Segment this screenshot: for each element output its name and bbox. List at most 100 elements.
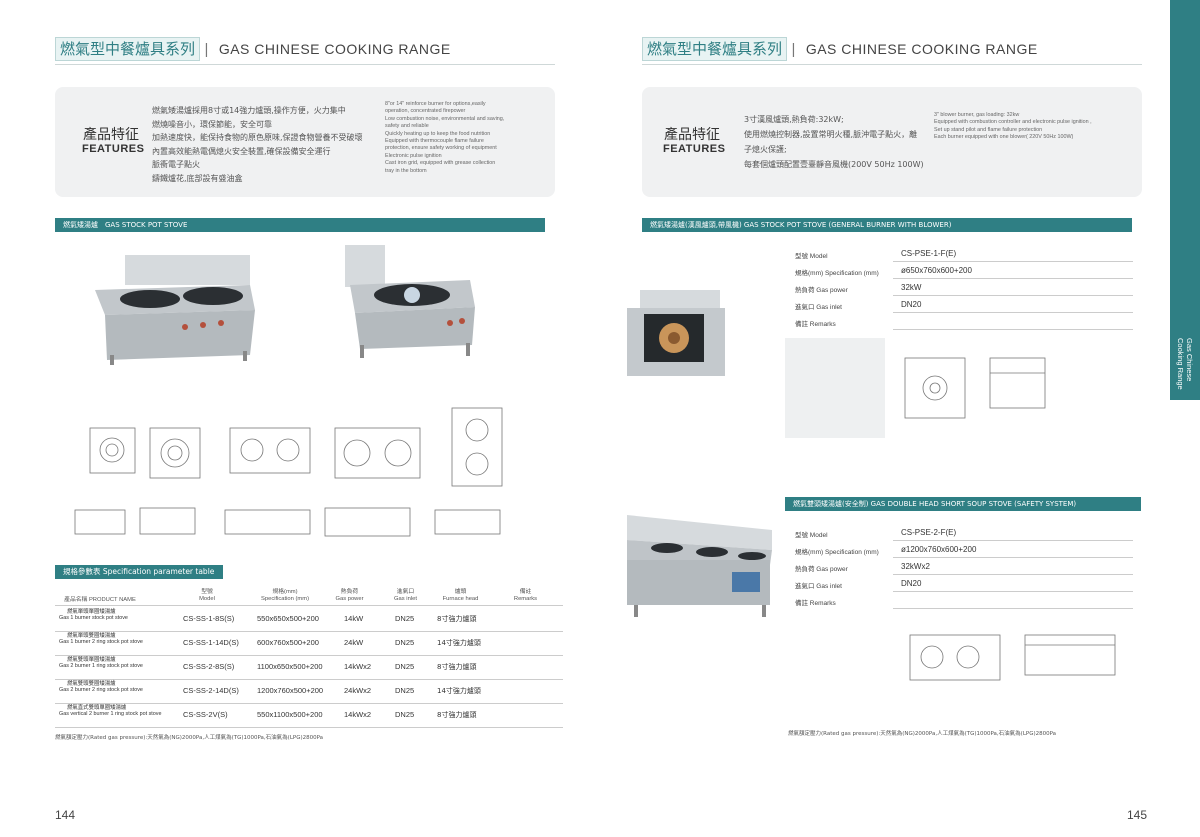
right-header-en: GAS CHINESE COOKING RANGE xyxy=(805,41,1038,57)
right-product1-photo xyxy=(627,290,725,376)
spec-value: DN20 xyxy=(901,300,922,309)
right-page-number: 145 xyxy=(1127,808,1148,822)
feature-line: 使用燃燒控制器,設置常明火種,脈沖電子點火，離 xyxy=(744,130,918,139)
feature-line-en: safety and reliable xyxy=(385,123,429,130)
table-cell-model: CS-SS-1-8S(S) xyxy=(183,614,235,623)
table-rule xyxy=(55,679,563,680)
table-header-product: 產品名稱 PRODUCT NAME xyxy=(64,597,136,603)
table-cell-inlet: DN25 xyxy=(395,662,415,671)
table-cell-spec: 550x1100x500+200 xyxy=(257,710,323,719)
right-header-cn: 燃氣型中餐爐具系列 xyxy=(642,37,788,61)
left-header-separator: | xyxy=(204,41,209,58)
right-product1-spec-table: 型號 Model CS-PSE-1-F(E) 規格(mm) Specificatio… xyxy=(785,245,1133,335)
right-header-rule xyxy=(642,64,1142,65)
right-footnote: 燃氣額定壓力(Rated gas pressure):天然氣為(NG)2000P… xyxy=(788,731,1057,737)
table-rule xyxy=(55,605,563,606)
right-features-label-en: FEATURES xyxy=(663,143,726,155)
table-cell-power: 14kW xyxy=(344,614,364,623)
table-cell-inlet: DN25 xyxy=(395,686,415,695)
left-header-cn: 燃氣型中餐爐具系列 xyxy=(55,37,201,61)
feature-line-en: Electronic pulse ignition xyxy=(385,152,442,159)
spec-label: 規格(mm) Specification (mm) xyxy=(795,270,879,277)
left-header: 燃氣型中餐爐具系列 | GAS CHINESE COOKING RANGE xyxy=(55,37,451,61)
table-cell-power: 14kWx2 xyxy=(344,710,372,719)
left-footnote: 燃氣額定壓力(Rated gas pressure):天然氣為(NG)2000P… xyxy=(55,735,324,741)
spec-value: ø1200x760x600+200 xyxy=(901,545,977,554)
left-section-bar: 燃氣矮湯爐 GAS STOCK POT STOVE xyxy=(55,218,545,232)
spec-label: 備註 Remarks xyxy=(795,321,836,328)
table-cell-head: 8寸強力爐頭 xyxy=(437,663,477,671)
left-photo-1-burner-stove xyxy=(345,245,475,358)
spec-row: 備註 Remarks xyxy=(785,313,1133,330)
feature-line-en: tray in the bottom xyxy=(385,167,427,174)
left-header-en: GAS CHINESE COOKING RANGE xyxy=(218,41,451,57)
feature-line-en: operation, concentrated firepower xyxy=(385,108,466,115)
left-header-rule xyxy=(55,64,555,65)
right-product2-photo xyxy=(627,515,772,617)
table-cell-head: 14寸強力爐頭 xyxy=(437,687,481,695)
table-cell-power: 14kWx2 xyxy=(344,662,372,671)
spec-label: 備註 Remarks xyxy=(795,600,836,607)
left-technical-drawings xyxy=(74,407,503,537)
table-cell-inlet: DN25 xyxy=(395,614,415,623)
feature-line: 鑄鐵爐花,底部設有盛油盒 xyxy=(152,173,243,183)
table-cell-inlet: DN25 xyxy=(395,710,415,719)
feature-line: 燃燒噪音小，環保節能，安全可靠 xyxy=(152,119,272,129)
right-product1-bar: 燃氣矮湯爐(漢風爐頭,帶風機) GAS STOCK POT STOVE (GEN… xyxy=(642,218,1132,232)
feature-line-en: Each burner equipped with one blower( 22… xyxy=(934,134,1074,141)
right-product2-bar: 燃氣雙頭矮湯爐(安全制) GAS DOUBLE HEAD SHORT SOUP … xyxy=(785,497,1141,511)
spec-value: 32kW xyxy=(901,283,922,292)
table-cell-spec: 1100x650x500+200 xyxy=(257,662,323,671)
spec-label: 進氣口 Gas inlet xyxy=(795,583,842,590)
table-cell-model: CS-SS-2-8S(S) xyxy=(183,662,235,671)
spec-value: 32kWx2 xyxy=(901,562,930,571)
table-cell-inlet: DN25 xyxy=(395,638,415,647)
right-header-separator: | xyxy=(791,41,796,58)
table-cell-head: 8寸強力爐頭 xyxy=(437,615,477,623)
table-cell-head: 14寸強力爐頭 xyxy=(437,639,481,647)
feature-line: 加熱速度快，能保持食物的原色原味,保證食物營養不受破壞 xyxy=(152,133,363,142)
table-rule xyxy=(55,727,563,728)
right-product2-drawing xyxy=(909,634,1116,681)
table-cell-model: CS-SS-2-14D(S) xyxy=(183,686,239,695)
spec-row: 型號 Model CS-PSE-1-F(E) xyxy=(785,245,1133,262)
right-product1-drawing xyxy=(904,357,1046,419)
table-cell-head: 8寸強力爐頭 xyxy=(437,711,477,719)
feature-line: 燃氣矮湯爐採用8寸或14強力爐頭,操作方便，火力集中 xyxy=(152,106,346,115)
feature-line-en: Low combustion noise, environmental and … xyxy=(385,115,505,122)
spec-value: CS-PSE-1-F(E) xyxy=(901,249,957,258)
feature-line: 每套個爐頭配置壹臺靜音風機(200V 50Hz 100W) xyxy=(744,160,924,169)
spec-value: ø650x760x600+200 xyxy=(901,266,972,275)
left-photo-2-burner-stove xyxy=(95,255,255,365)
right-features-box: 產品特征 FEATURES 3寸漢風爐頭,熱負荷:32kW;使用燃燒控制器,設置… xyxy=(642,87,1142,197)
spec-row: 規格(mm) Specification (mm) ø650x760x600+20… xyxy=(785,262,1133,279)
spec-label: 型號 Model xyxy=(795,532,828,539)
table-cell-spec: 600x760x500+200 xyxy=(257,638,319,647)
left-features-cn-list: 燃氣矮湯爐採用8寸或14強力爐頭,操作方便，火力集中燃燒噪音小，環保節能，安全可… xyxy=(152,104,372,185)
left-features-label-cn: 產品特征 xyxy=(83,127,139,143)
table-rule xyxy=(55,631,563,632)
left-features-label-en: FEATURES xyxy=(82,143,145,155)
table-cell-model: CS-SS-1-14D(S) xyxy=(183,638,239,647)
left-spec-bar: 規格參數表 Specification parameter table xyxy=(55,565,223,579)
spec-label: 規格(mm) Specification (mm) xyxy=(795,549,879,556)
spec-label: 熱負荷 Gas power xyxy=(795,287,848,294)
spec-label: 型號 Model xyxy=(795,253,828,260)
